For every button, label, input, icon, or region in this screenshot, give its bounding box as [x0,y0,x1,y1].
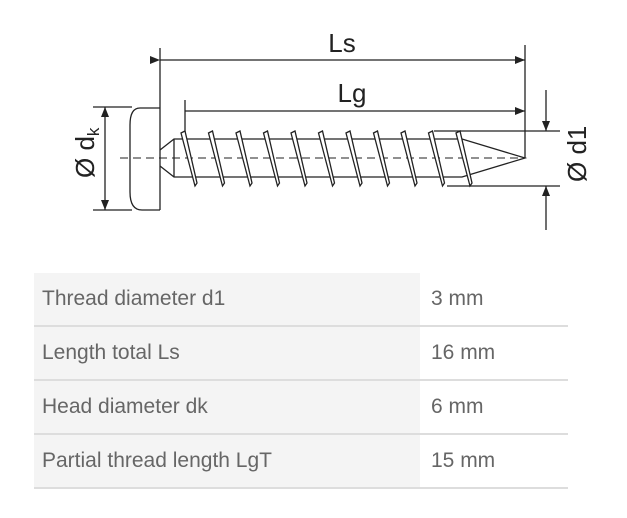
spec-value: 6 mm [420,380,568,435]
thread-crest [372,130,391,188]
spec-label: Head diameter dk [34,380,420,435]
spec-value: 16 mm [420,326,568,381]
lg-label: Lg [338,78,367,108]
thread-crest [345,130,363,188]
spec-label: Partial thread length LgT [34,434,420,489]
thread-crest [400,130,418,188]
thread-crest [235,130,253,188]
spec-value: 15 mm [420,434,568,489]
dk-label: Ø dk [70,127,103,178]
spec-label: Length total Ls [34,326,420,381]
spec-value: 3 mm [420,273,568,327]
screw-threads [180,130,473,188]
thread-crest [317,130,336,188]
thread-crest [455,130,473,188]
thread-crest [262,130,281,188]
thread-crest [290,130,308,188]
screw-dimension-drawing: Ls Lg Ø dk Ø d1 [70,28,592,230]
thread-crest [427,130,446,188]
thread-crest [207,130,226,188]
d1-label: Ø d1 [562,126,592,182]
thread-crest [180,130,198,188]
screw-head [129,107,160,211]
ls-label: Ls [328,28,355,58]
spec-label: Thread diameter d1 [34,273,420,327]
